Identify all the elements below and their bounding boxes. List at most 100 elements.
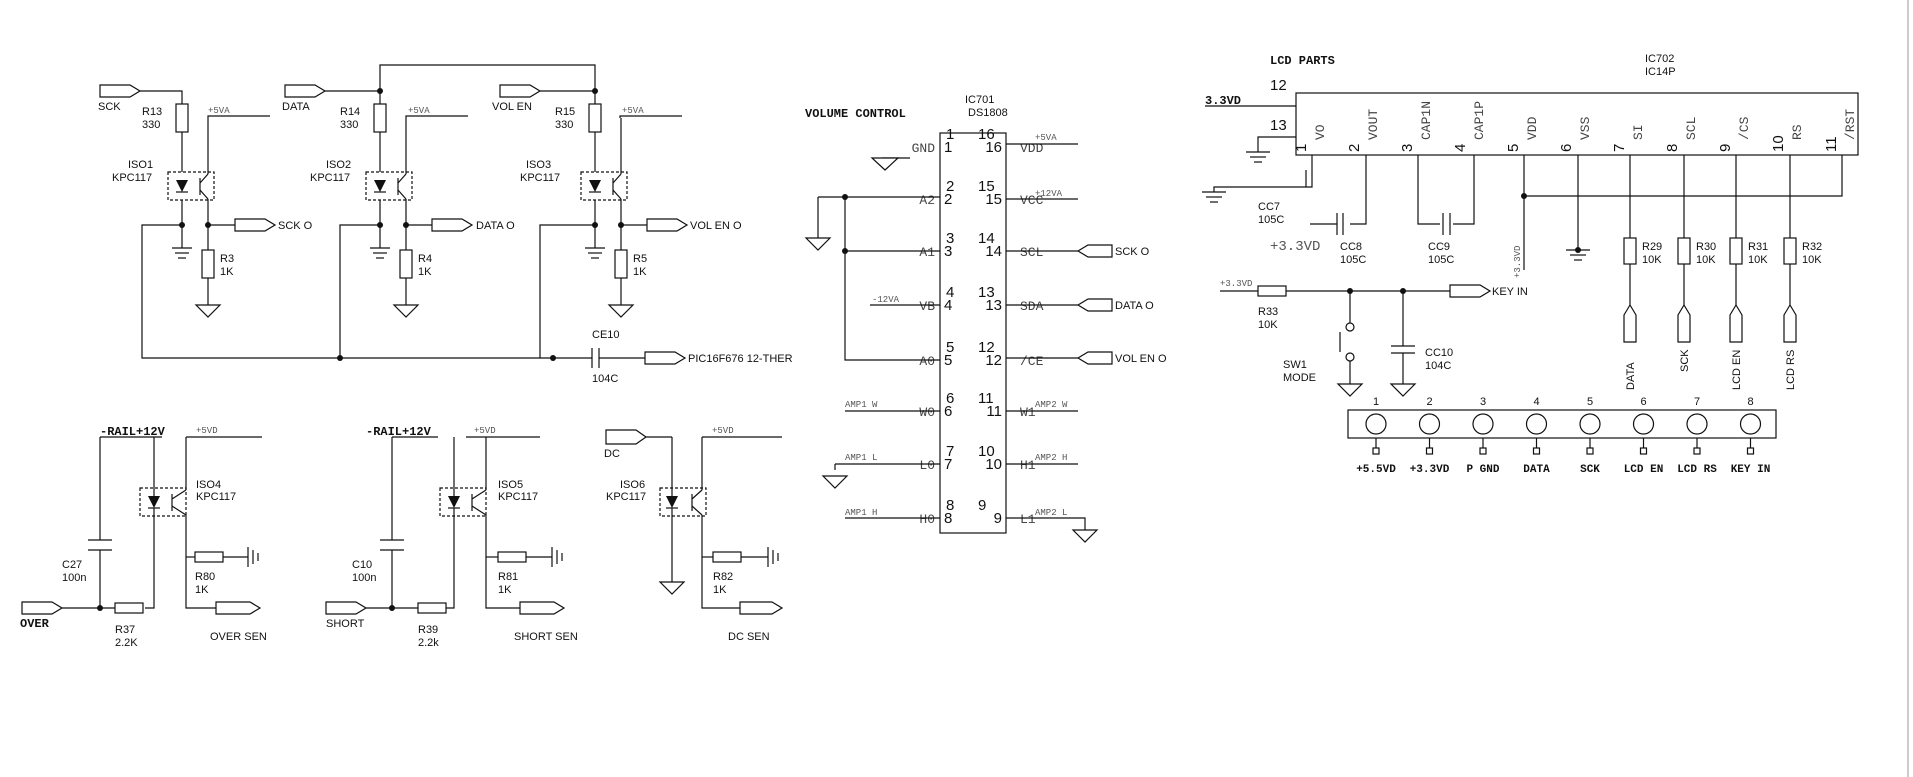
net-label-key-in: KEY IN (1492, 286, 1528, 298)
net-label-lcd-en: LCD EN (1731, 350, 1743, 390)
net-label-pic: PIC16F676 12-THER (688, 353, 793, 365)
ic702-pin-number: 3 (1399, 144, 1416, 152)
connector-pin-number: 1 (1373, 396, 1379, 408)
ic702-pin-number: 4 (1452, 144, 1469, 152)
net-flag-dc (605, 429, 648, 445)
connector-pin-label: LCD RS (1677, 464, 1717, 476)
iso2-label: ISO2 (326, 159, 351, 171)
net-label-data-o-ic: DATA O (1115, 300, 1154, 312)
connector-pin-number: 7 (1694, 396, 1700, 408)
r13-label: R13 (142, 106, 162, 118)
ic701-pin-name: SCL (1020, 245, 1043, 260)
r31-label: R31 (1748, 241, 1768, 253)
ic702-pin-name: /CS (1737, 116, 1752, 140)
r32-value: 10K (1802, 254, 1822, 266)
resistor-r81 (497, 551, 527, 563)
ic701-pin-number: 6 (944, 403, 952, 420)
r37-value: 2.2K (115, 637, 138, 649)
net-label-33vd-cc8: +3.3VD (1270, 239, 1320, 255)
ic702-pin-number: 1 (1293, 144, 1310, 152)
sw1-label: SW1 (1283, 359, 1307, 371)
net-label-data: DATA (282, 101, 310, 113)
ic701-pin-number-ghost: 3 (946, 230, 954, 247)
net-flag-data-o-ic (1076, 298, 1113, 312)
net-label-data-o: DATA O (476, 220, 515, 232)
net-label-sck: SCK (98, 101, 121, 113)
connector-pin-label: LCD EN (1624, 464, 1664, 476)
net-label-short-sen: SHORT SEN (514, 631, 578, 643)
ic701-pin-number: 9 (994, 510, 1002, 527)
ic701-pin-name: /CE (1020, 354, 1044, 369)
ce10-label: CE10 (592, 329, 620, 341)
connector-pin-number: 8 (1747, 396, 1753, 408)
chassis-ground-2 (370, 247, 390, 259)
ic701-pin-number-ghost: 9 (978, 497, 986, 514)
r82-value: 1K (713, 584, 727, 596)
ic702-pin-name: RS (1790, 124, 1805, 140)
net-label-over-sen: OVER SEN (210, 631, 267, 643)
net-flag-lcd-sck (1677, 303, 1691, 343)
chassis-ground-3 (585, 247, 605, 259)
r5-label: R5 (633, 253, 647, 265)
rail-label-2: -RAIL+12V (366, 425, 432, 439)
ic701-pin-number: 10 (985, 456, 1002, 473)
connector-pin (1632, 413, 1655, 435)
lcd-parts-block: LCD PARTS IC702 IC14P 1VO2VOUT3CAP1N4CAP… (1202, 53, 1859, 476)
r4-value: 1K (418, 266, 432, 278)
net-label-over: OVER (20, 617, 50, 631)
ic701-pin-number-ghost: 5 (946, 339, 954, 356)
r5-value: 1K (633, 266, 647, 278)
r37-label: R37 (115, 624, 135, 636)
cc7-label: CC7 (1258, 201, 1280, 213)
net-label-lcd-sck: SCK (1679, 349, 1691, 372)
iso5-part: KPC117 (498, 491, 538, 503)
rail-5vd-3: +5VD (712, 426, 734, 436)
cc10-value: 104C (1425, 360, 1451, 372)
net-flag-vol-en-o-ic (1076, 351, 1113, 365)
r14-label: R14 (340, 106, 360, 118)
net-flag-pic (644, 351, 687, 365)
r14-value: 330 (340, 119, 358, 131)
resistor-r5 (614, 249, 628, 279)
ic702-pin-13: 13 (1270, 117, 1287, 134)
resistor-r13 (175, 103, 189, 133)
ic701-pin-number-ghost: 6 (946, 390, 954, 407)
ic701-pin-number-ghost: 10 (978, 443, 995, 460)
connector-pad (1479, 447, 1487, 455)
ic702-pin-number: 6 (1558, 144, 1575, 152)
ic701-pin-name: A2 (919, 193, 935, 208)
net-label-lcd-data: DATA (1625, 362, 1637, 390)
ic701-pin-number: 16 (985, 139, 1002, 156)
r39-value: 2.2k (418, 637, 439, 649)
iso4-part: KPC117 (196, 491, 236, 503)
lcd-connector-body (1347, 409, 1777, 439)
r30-label: R30 (1696, 241, 1716, 253)
connector-pin-label: +5.5VD (1356, 464, 1396, 476)
ic701-pin-number: 1 (944, 139, 952, 156)
net-label-vol-en-o: VOL EN O (690, 220, 742, 232)
ic701-pin-number-ghost: 13 (978, 284, 995, 301)
ic701-pin-name: GND (912, 141, 936, 156)
r29-value: 10K (1642, 254, 1662, 266)
ic701-body (939, 132, 1007, 534)
ic701-pin-number-ghost: 1 (946, 126, 954, 143)
ic702-pin-number: 2 (1346, 144, 1363, 152)
rail-label-1: -RAIL+12V (100, 425, 166, 439)
cc10-label: CC10 (1425, 347, 1453, 359)
cc9-value: 105C (1428, 254, 1454, 266)
rail-5va-3: +5VA (622, 106, 644, 116)
isolator-block-top: SCK DATA VOL EN R13 330 R14 330 R15 330 … (98, 64, 793, 385)
connector-pin-number: 3 (1480, 396, 1486, 408)
ic701-pin-name: VDD (1020, 141, 1044, 156)
r31-value: 10K (1748, 254, 1768, 266)
net-label-sck-o-ic: SCK O (1115, 246, 1150, 258)
ic702-pin-number: 7 (1611, 144, 1628, 152)
connector-pin (1579, 413, 1601, 435)
r39-label: R39 (418, 624, 438, 636)
ground-icon (392, 304, 420, 318)
net-label-sck-o: SCK O (278, 220, 313, 232)
ground-icon (821, 475, 849, 489)
switch-sw1-contact (1345, 352, 1355, 362)
